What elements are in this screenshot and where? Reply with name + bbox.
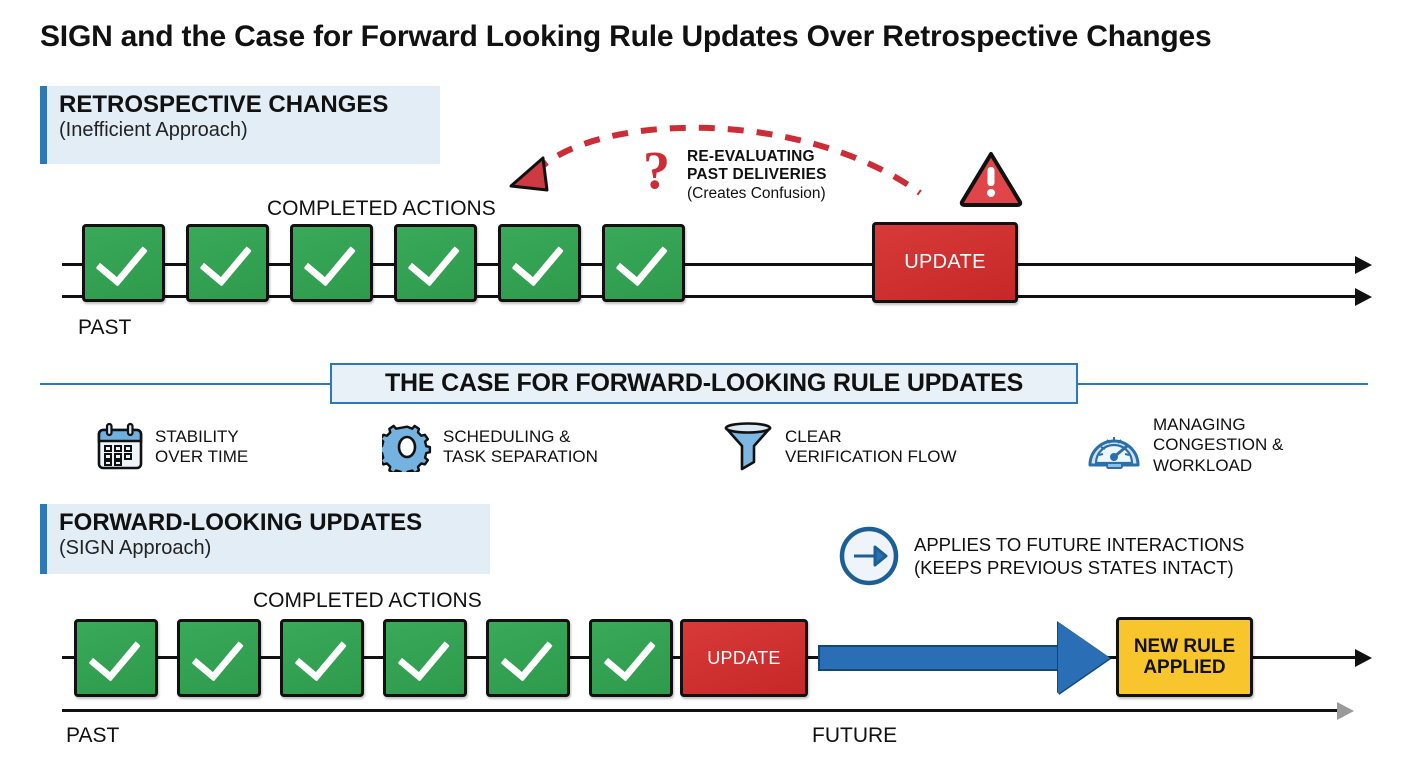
retro-completed-node: [290, 224, 373, 302]
check-icon: [407, 231, 460, 287]
benefit-label: SCHEDULING & TASK SEPARATION: [443, 427, 598, 468]
benefit-line2: VERIFICATION FLOW: [785, 447, 957, 466]
benefit-line1: SCHEDULING &: [443, 426, 571, 446]
retro-completed-node: [394, 224, 477, 302]
check-icon: [199, 231, 252, 287]
check-icon: [397, 626, 450, 682]
retro-loopback-arrowhead: [509, 156, 549, 192]
center-divider-left: [40, 383, 332, 385]
page-title: SIGN and the Case for Forward Looking Ru…: [40, 20, 1212, 53]
benefit-line1: CLEAR: [785, 426, 842, 446]
gauge-icon: [1088, 436, 1140, 469]
check-icon: [294, 626, 347, 682]
benefit-clear-verification-flow: CLEAR VERIFICATION FLOW: [722, 422, 957, 472]
forward-timeline-baseline-arrowhead: [1337, 702, 1354, 720]
check-icon: [615, 231, 668, 287]
forward-subheading: (SIGN Approach): [59, 536, 212, 559]
retrospective-subheading: (Inefficient Approach): [59, 118, 248, 141]
future-note-label: APPLIES TO FUTURE INTERACTIONS (KEEPS PR…: [914, 533, 1244, 579]
retro-timeline-upper-line: [62, 263, 1357, 266]
center-banner: THE CASE FOR FORWARD-LOOKING RULE UPDATE…: [330, 363, 1078, 404]
forward-applies-arrow-shaft: [818, 645, 1062, 671]
forward-completed-node: [74, 619, 158, 697]
new-rule-line1: NEW RULE: [1133, 635, 1236, 657]
benefit-line1: MANAGING: [1153, 415, 1246, 434]
benefit-label: MANAGING CONGESTION & WORKLOAD: [1153, 415, 1283, 476]
forward-applies-arrow-head: [1058, 622, 1110, 694]
benefit-scheduling-task-separation: SCHEDULING & TASK SEPARATION: [382, 422, 598, 472]
retro-past-label: PAST: [78, 316, 132, 339]
benefit-line3: WORKLOAD: [1153, 455, 1253, 475]
benefit-line2: OVER TIME: [155, 447, 249, 466]
check-icon: [95, 231, 148, 287]
retro-completed-actions-label: COMPLETED ACTIONS: [267, 197, 496, 220]
retro-timeline-baseline: [62, 295, 1357, 298]
check-icon: [511, 231, 564, 287]
retro-loopback-arrow: [532, 124, 922, 196]
retro-completed-node: [186, 224, 269, 302]
retro-timeline-upper-arrowhead: [1355, 256, 1372, 274]
retro-annotation-line2: PAST DELIVERIES: [687, 166, 827, 184]
forward-completed-node: [589, 619, 673, 697]
retro-annotation-line1: RE-EVALUATING: [687, 148, 815, 165]
retro-completed-node: [498, 224, 581, 302]
new-rule-applied-node: NEW RULE APPLIED: [1116, 617, 1253, 697]
check-icon: [303, 231, 356, 287]
check-icon: [603, 626, 656, 682]
calendar-icon: [97, 422, 143, 470]
section-band-forward: FORWARD-LOOKING UPDATES (SIGN Approach): [40, 504, 490, 574]
future-note: APPLIES TO FUTURE INTERACTIONS (KEEPS PR…: [838, 525, 1244, 587]
forward-completed-node: [280, 619, 364, 697]
warning-triangle-icon: [959, 152, 1023, 207]
retro-annotation-line3: (Creates Confusion): [687, 184, 826, 202]
benefit-line2: CONGESTION &: [1153, 435, 1284, 455]
retro-completed-node: [82, 224, 165, 302]
benefit-label: STABILITY OVER TIME: [155, 427, 248, 468]
benefit-stability-over-time: STABILITY OVER TIME: [96, 422, 248, 472]
retrospective-heading: RETROSPECTIVE CHANGES: [59, 91, 389, 118]
retro-update-node: UPDATE: [872, 222, 1018, 303]
benefit-line2: TASK SEPARATION: [443, 447, 598, 466]
forward-completed-node: [486, 619, 570, 697]
forward-timeline-baseline: [62, 709, 1337, 712]
forward-completed-node: [177, 619, 261, 697]
retro-annotation-text: RE-EVALUATING PAST DELIVERIES (Creates C…: [687, 148, 827, 203]
benefit-line1: STABILITY: [155, 426, 239, 446]
gear-icon: [382, 424, 432, 472]
forward-timeline-upper-arrowhead: [1355, 649, 1372, 667]
new-rule-line2: APPLIED: [1143, 657, 1226, 678]
center-divider-right: [1076, 383, 1368, 385]
check-icon: [191, 626, 244, 682]
section-band-retrospective: RETROSPECTIVE CHANGES (Inefficient Appro…: [40, 86, 440, 164]
benefit-managing-congestion-workload: MANAGING CONGESTION & WORKLOAD: [1086, 415, 1283, 476]
future-note-line2: (KEEPS PREVIOUS STATES INTACT): [914, 557, 1234, 578]
funnel-icon: [724, 422, 772, 471]
forward-past-label: PAST: [66, 724, 120, 747]
check-icon: [500, 626, 553, 682]
forward-future-label: FUTURE: [812, 724, 898, 747]
benefit-label: CLEAR VERIFICATION FLOW: [785, 427, 957, 468]
forward-heading: FORWARD-LOOKING UPDATES: [59, 509, 423, 536]
forward-completed-node: [383, 619, 467, 697]
forward-update-node: UPDATE: [680, 619, 808, 697]
forward-completed-actions-label: COMPLETED ACTIONS: [253, 589, 482, 612]
retro-timeline-baseline-arrowhead: [1355, 288, 1372, 306]
future-note-line1: APPLIES TO FUTURE INTERACTIONS: [914, 533, 1245, 555]
check-icon: [88, 626, 141, 682]
question-mark-icon: ?: [643, 140, 670, 200]
retro-completed-node: [602, 224, 685, 302]
arrow-right-circle-icon: [839, 526, 899, 586]
